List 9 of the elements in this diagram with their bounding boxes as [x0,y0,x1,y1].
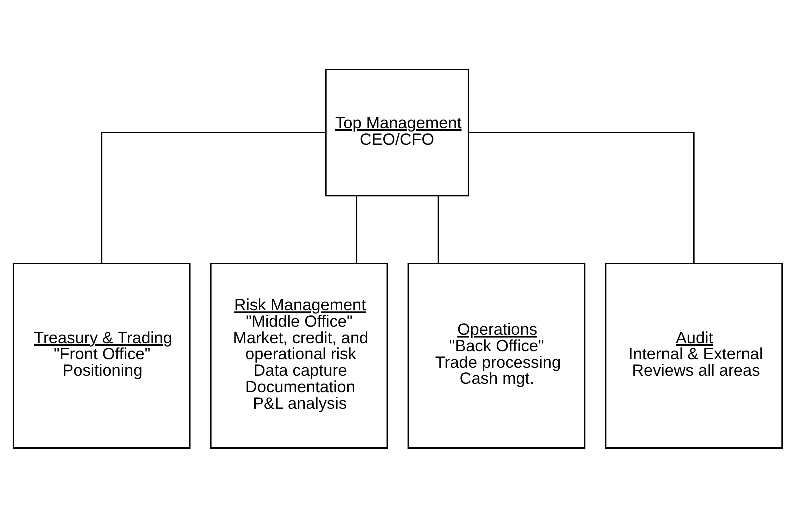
node-box: Operations "Back Office" Trade processing Cash mgt. [407,262,586,449]
node-box: Risk Management "Middle Office" Market, credit, and operational risk Data capture Documentation P&L analysis [210,262,388,449]
connector [356,196,358,264]
node-box: Top Management CEO/CFO [324,69,469,197]
node-box: Treasury & Trading "Front Office" Positioning [12,262,190,449]
connector [437,196,439,264]
node-box: Audit Internal & External Reviews all areas [604,262,783,449]
connector [100,132,326,264]
connector [468,132,694,264]
